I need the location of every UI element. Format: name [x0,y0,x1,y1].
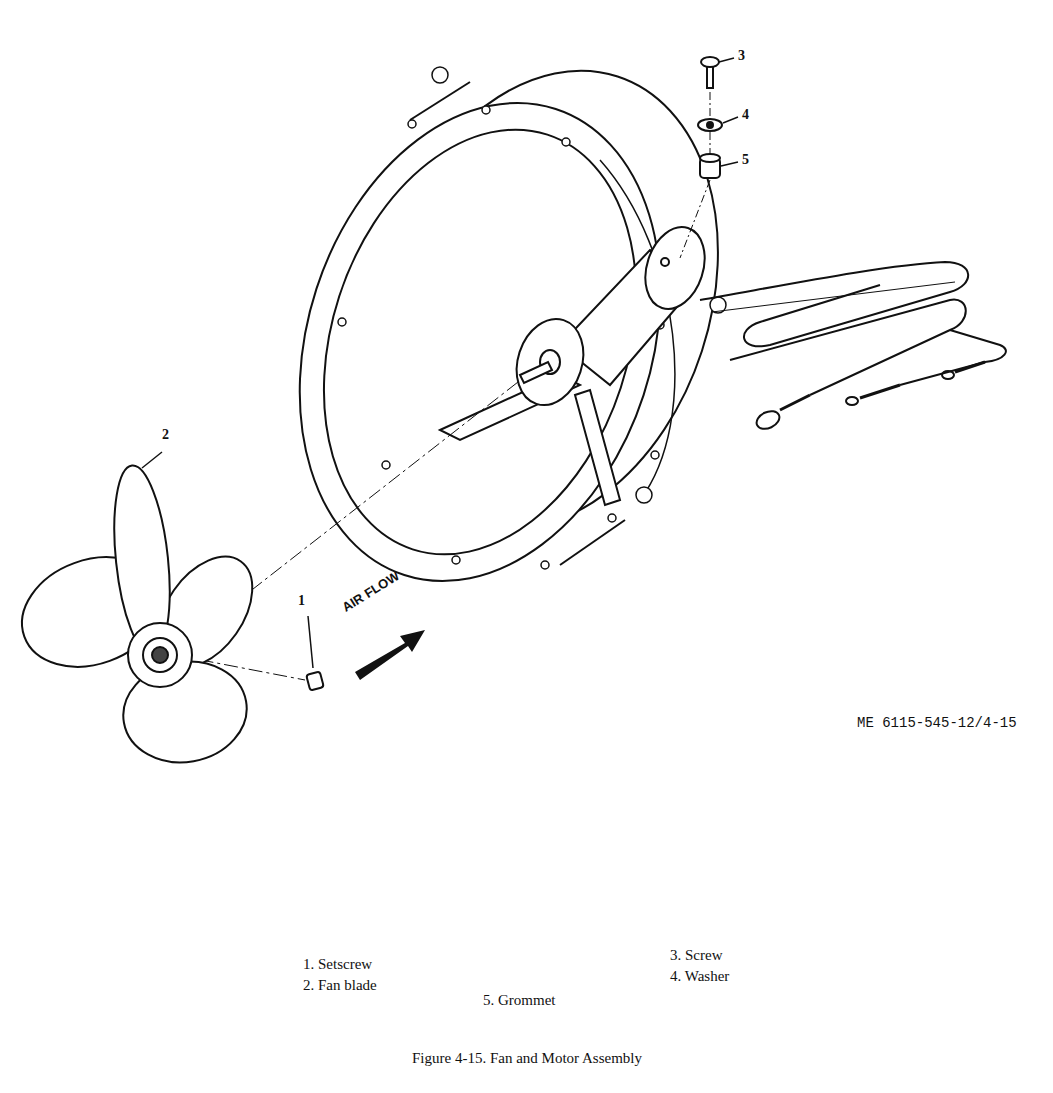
center-line [710,92,711,116]
callout-number: 3 [738,48,745,63]
flange-hole [338,318,346,326]
leader-line [142,452,162,468]
key-entry: 5. Grommet [483,992,556,1009]
screw-head [701,57,719,67]
drawing-number: ME 6115-545-12/4-15 [857,716,1017,731]
wire-harness [730,300,1006,395]
callout-number: 1 [298,593,305,608]
pin-terminal [846,397,858,405]
fan-hub [128,623,192,687]
center-line [680,180,710,258]
flange-nut [432,67,448,83]
key-entry: 1. Setscrew [303,956,372,973]
leader-line [308,616,313,668]
airflow-arrow [355,630,425,680]
leader-line [721,162,738,166]
washer-hole [707,122,713,128]
motor-bracket [575,390,620,505]
callout-number: 5 [742,152,749,167]
flange-hole [541,561,549,569]
flange-hole [562,138,570,146]
flange-hole [408,120,416,128]
flange-nut [636,487,652,503]
motor-shaft [520,362,552,383]
motor-back [635,219,714,316]
fan-bore [152,647,168,663]
leader-line [719,58,734,62]
figure-caption: Figure 4-15. Fan and Motor Assembly [412,1050,642,1067]
callout-number: 4 [742,107,749,122]
wire-lead [780,395,810,410]
motor-front [506,310,594,413]
wire-lead [860,385,900,398]
airflow-label: AIR FLOW [340,569,402,615]
center-line [710,132,711,155]
flange-hole [382,461,390,469]
setscrew [306,671,324,690]
flange-hole [482,106,490,114]
key-entry: 3. Screw [670,947,723,964]
housing-edge [560,520,625,565]
ring-terminal [754,408,783,433]
pin-terminal [942,371,954,379]
flange-hole [608,514,616,522]
key-entry: 2. Fan blade [303,977,377,994]
flange-hole [452,556,460,564]
washer [698,119,722,131]
key-entry: 4. Washer [670,968,729,985]
flange-hole [651,451,659,459]
wire-loop [700,262,968,346]
wire-lead [955,362,985,372]
fan-hub [143,638,177,672]
leader-line [723,117,738,123]
wire-loop [712,282,955,312]
grommet-top [700,154,720,162]
mount-hole [661,258,669,266]
callout-number: 2 [162,427,169,442]
